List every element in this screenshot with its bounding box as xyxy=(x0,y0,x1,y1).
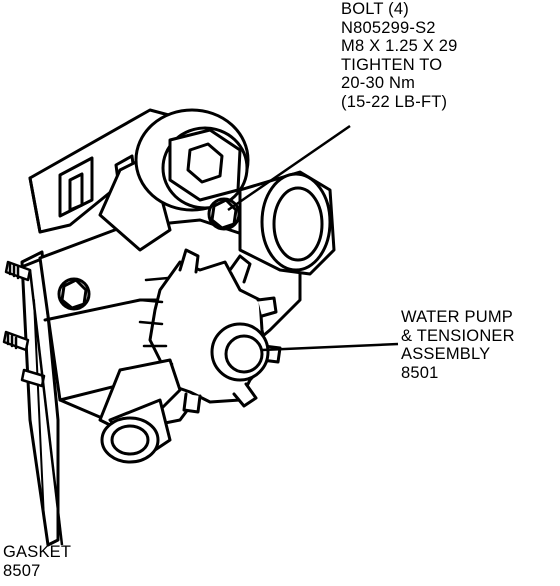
gasket-callout: GASKET 8507 xyxy=(3,543,71,580)
bolt-callout-line: 20-30 Nm xyxy=(341,74,416,93)
pump-callout-line: WATER PUMP xyxy=(401,308,513,326)
leader-lines xyxy=(28,124,399,546)
pump-callout-line: & TENSIONER xyxy=(401,326,515,345)
bolt-leader-line xyxy=(227,124,351,212)
bolt-callout-line: (15-22 LB-FT) xyxy=(341,92,448,111)
pump-callout: WATER PUMP & TENSIONER ASSEMBLY 8501 xyxy=(401,308,515,382)
bolt-callout-line: N805299-S2 xyxy=(341,18,436,37)
bolt-callout: BOLT (4) N805299-S2 M8 X 1.25 X 29 TIGHT… xyxy=(341,0,458,112)
sprocket-icon xyxy=(138,248,282,414)
inlet-pipe-icon xyxy=(98,358,182,464)
gasket-icon xyxy=(20,250,60,547)
gasket-callout-line: 8507 xyxy=(3,561,41,580)
stud-icon xyxy=(2,260,46,388)
bolt-callout-line: BOLT (4) xyxy=(341,0,409,18)
bolt-callout-line: TIGHTEN TO xyxy=(341,55,443,74)
pump-callout-line: 8501 xyxy=(401,363,439,382)
bolt-callout-line: M8 X 1.25 X 29 xyxy=(341,37,458,56)
gasket-callout-line: GASKET xyxy=(3,543,72,561)
outlet-pipe-icon xyxy=(238,170,336,276)
pump-callout-line: ASSEMBLY xyxy=(401,345,491,364)
tensioner-pulley-icon xyxy=(134,108,250,212)
gasket-leader-line xyxy=(28,269,64,546)
pump-leader-line xyxy=(261,342,399,352)
